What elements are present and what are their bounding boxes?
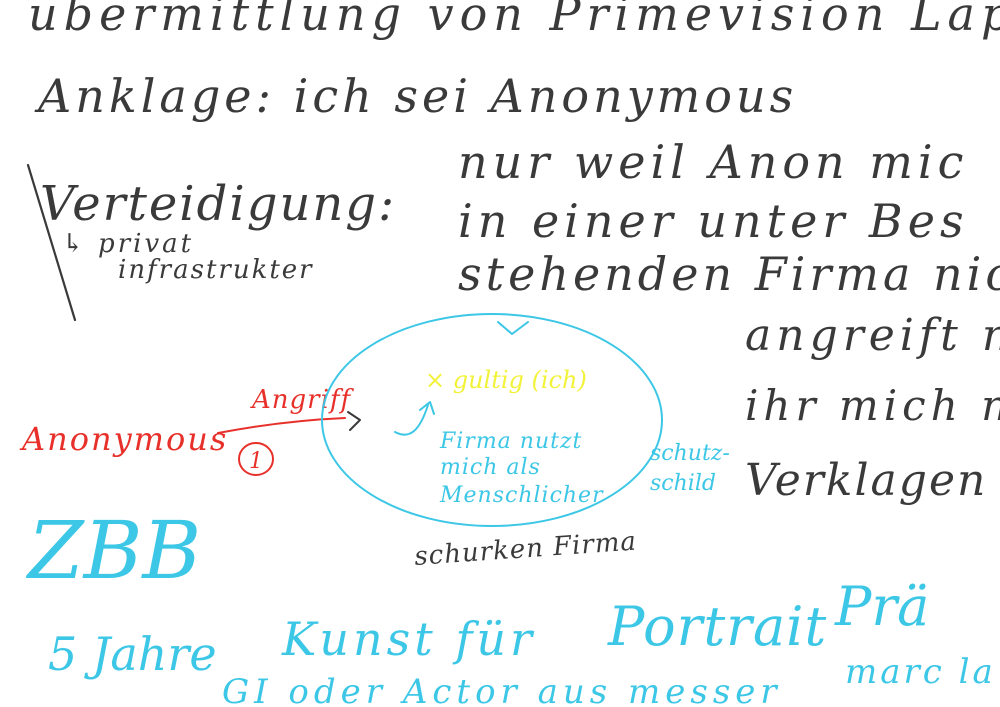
attack-number: 1 [249,449,263,474]
company-circle [321,313,663,527]
guilty-text: × gultig (ich) [425,366,587,394]
defense-bracket [26,163,77,322]
defense-sub-1: ↳ privat [62,229,194,259]
circle-top-mark [497,321,529,335]
portrait-label: Portrait [607,595,827,658]
defense-sub-2: infrastrukter [118,255,314,285]
kunst-label: Kunst für [281,612,536,666]
note-line-1: übermittlung von Primevision Laptop [28,0,1000,41]
defense-text-4: angreift n [745,310,1000,361]
marc-label: marc la [845,652,996,692]
defense-text-2: in einer unter Bes [458,194,969,248]
defense-text-5: ihr mich n [745,381,1000,430]
circle-text-3: Menschlicher [439,483,604,508]
guilty-arrow [394,401,435,436]
defense-label: Verteidigung: [40,176,396,232]
circle-text-1: Firma nutzt [439,429,582,454]
shield-text-2: schild [650,471,716,496]
circle-text-2: mich als [440,455,541,480]
shield-text-1: schutz- [650,441,730,466]
years-label: 5 Jahre [48,627,217,681]
pra-label: Prä [834,575,929,638]
circle-label: schurken Firma [413,527,637,572]
attack-number-circle [238,442,274,476]
note-line-2: Anklage: ich sei Anonymous [34,69,797,123]
attack-label: Angriff [250,385,355,415]
anonymous-label: Anonymous [19,420,228,458]
attack-arrowhead [347,411,361,431]
attack-arrow [217,417,346,434]
defense-text-1: nur weil Anon mic [458,135,968,189]
footer-line-2: GI oder Actor aus messer [222,672,782,707]
zbb-label: ZBB [25,504,201,597]
defense-text-6: Verklagen [745,455,987,506]
defense-text-3: stehenden Firma nic [458,247,1000,301]
